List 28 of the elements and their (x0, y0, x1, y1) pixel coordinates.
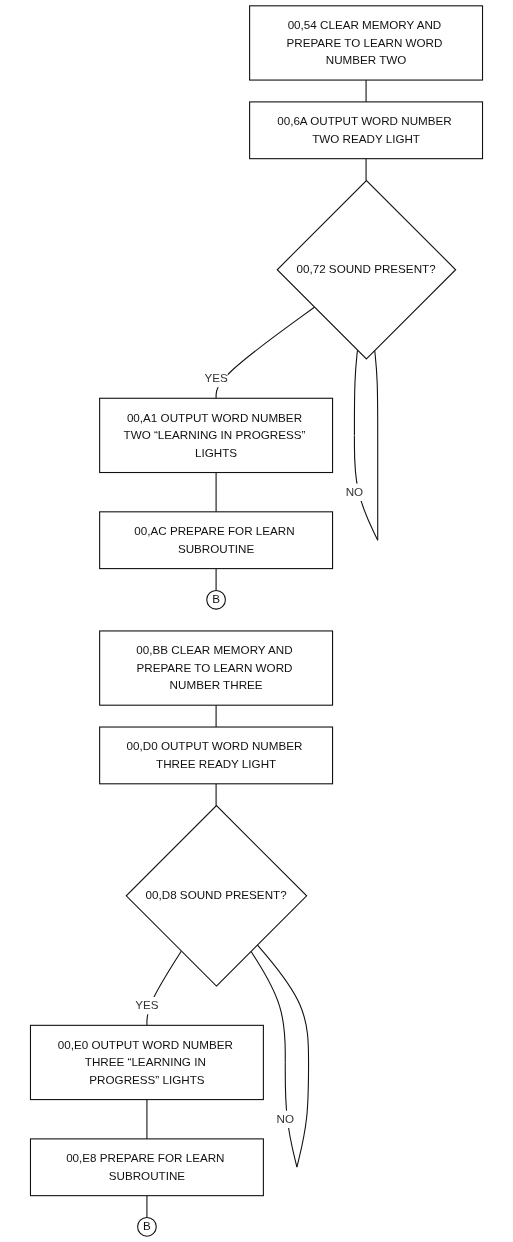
connector (146, 1195, 148, 1219)
node-box: 00,BB CLEAR MEMORY AND PREPARE TO LEARN WORD NUMBER THREE (99, 630, 334, 706)
edge-label: YES (204, 372, 228, 385)
edge-label: NO (345, 485, 364, 498)
connector (215, 704, 217, 728)
connector (365, 158, 367, 182)
node-box: 00,6A OUTPUT WORD NUMBER TWO READY LIGHT (249, 101, 484, 160)
edge-label: NO (276, 1112, 294, 1126)
node-circle: B (137, 1216, 157, 1237)
connector (215, 306, 315, 399)
edge-label: YES (135, 999, 159, 1012)
node-box: 00,AC PREPARE FOR LEARN SUBROUTINE (99, 511, 334, 570)
connector (215, 471, 217, 513)
node-box: 00,E0 OUTPUT WORD NUMBER THREE “LEARNING IN PROGRESS” LIGHTS (29, 1024, 264, 1101)
node-diamond: 00,D8 SOUND PRESENT? (125, 804, 308, 987)
node-box: 00,54 CLEAR MEMORY AND PREPARE TO LEARN WORD NUMBER TWO (249, 5, 484, 81)
node-box: 00,D0 OUTPUT WORD NUMBER THREE READY LIGHT (99, 726, 334, 785)
node-box: 00,A1 OUTPUT WORD NUMBER TWO “LEARNING IN PROGRESS” LIGHTS (99, 397, 334, 474)
connector (365, 79, 367, 103)
connector (250, 944, 310, 1168)
connector (353, 349, 379, 541)
connector (146, 950, 182, 1026)
connector (215, 568, 217, 591)
connector (215, 783, 217, 807)
connector (146, 1099, 148, 1140)
node-circle: B (206, 589, 226, 610)
node-box: 00,E8 PREPARE FOR LEARN SUBROUTINE (29, 1138, 264, 1197)
node-diamond: 00,72 SOUND PRESENT? (276, 179, 457, 360)
